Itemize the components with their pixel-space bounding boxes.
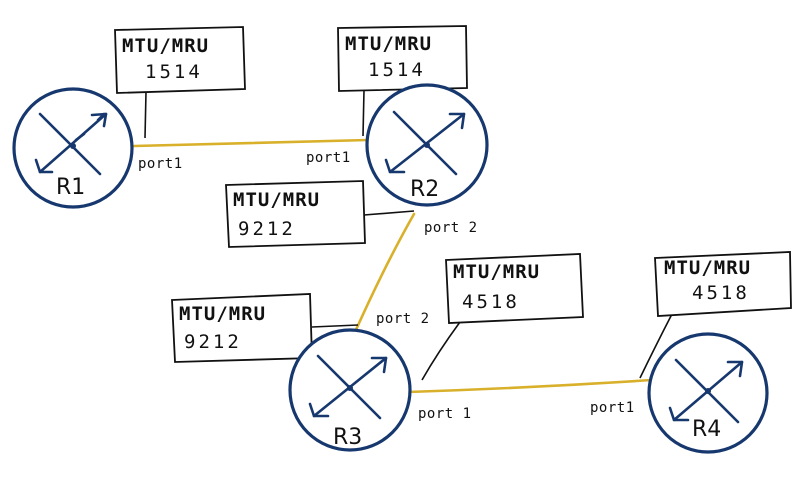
mtu-label: MTU/MRU <box>122 35 209 57</box>
mtu-label: MTU/MRU <box>453 261 540 283</box>
mtu-value: 1514 <box>145 61 203 83</box>
port-label-r1: port1 <box>138 156 183 172</box>
mtu-value: 9212 <box>184 331 242 353</box>
port-label-r4-port1: port1 <box>590 400 635 416</box>
mtu-value: 1514 <box>368 59 426 81</box>
mtu-box-r1-port1: MTU/MRU 1514 <box>114 26 246 94</box>
leader-r2-port1 <box>362 89 365 137</box>
mtu-box-r2-port2: MTU/MRU 9212 <box>225 180 366 248</box>
link-r2-r3 <box>353 212 416 334</box>
router-name: R4 <box>692 417 721 442</box>
router-r2: R2 <box>365 83 489 207</box>
mtu-box-r3-port1: MTU/MRU 4518 <box>445 253 584 324</box>
router-r1: R1 <box>12 87 134 209</box>
mtu-box-r3-port2: MTU/MRU 9212 <box>171 293 313 363</box>
leader-r3-port1 <box>421 321 461 381</box>
link-r3-r4 <box>406 378 654 394</box>
mtu-box-r4-port1: MTU/MRU 4518 <box>654 251 792 317</box>
router-name: R1 <box>56 175 85 200</box>
router-name: R2 <box>410 177 439 202</box>
mtu-value: 9212 <box>238 218 296 240</box>
mtu-label: MTU/MRU <box>179 303 266 325</box>
port-label-r2-port1: port1 <box>306 150 351 166</box>
router-r3: R3 <box>288 328 412 452</box>
leader-r4-port1 <box>639 313 673 379</box>
leader-r1-port1 <box>144 91 147 139</box>
mtu-box-r2-port1: MTU/MRU 1514 <box>337 25 468 92</box>
mtu-label: MTU/MRU <box>233 189 320 211</box>
link-r1-r2 <box>132 138 370 148</box>
port-label-r3-port2: port 2 <box>376 311 430 327</box>
mtu-label: MTU/MRU <box>345 33 432 55</box>
mtu-value: 4518 <box>462 291 520 313</box>
mtu-label: MTU/MRU <box>664 257 751 279</box>
router-name: R3 <box>333 425 362 450</box>
router-r4: R4 <box>647 332 769 454</box>
port-label-r2-port2: port 2 <box>424 220 478 236</box>
router-arrows-icon <box>34 112 108 176</box>
mtu-value: 4518 <box>692 282 750 304</box>
leader-r2-port2 <box>363 210 415 216</box>
leader-r3-port2 <box>311 324 359 328</box>
port-label-r3-port1: port 1 <box>418 406 472 422</box>
